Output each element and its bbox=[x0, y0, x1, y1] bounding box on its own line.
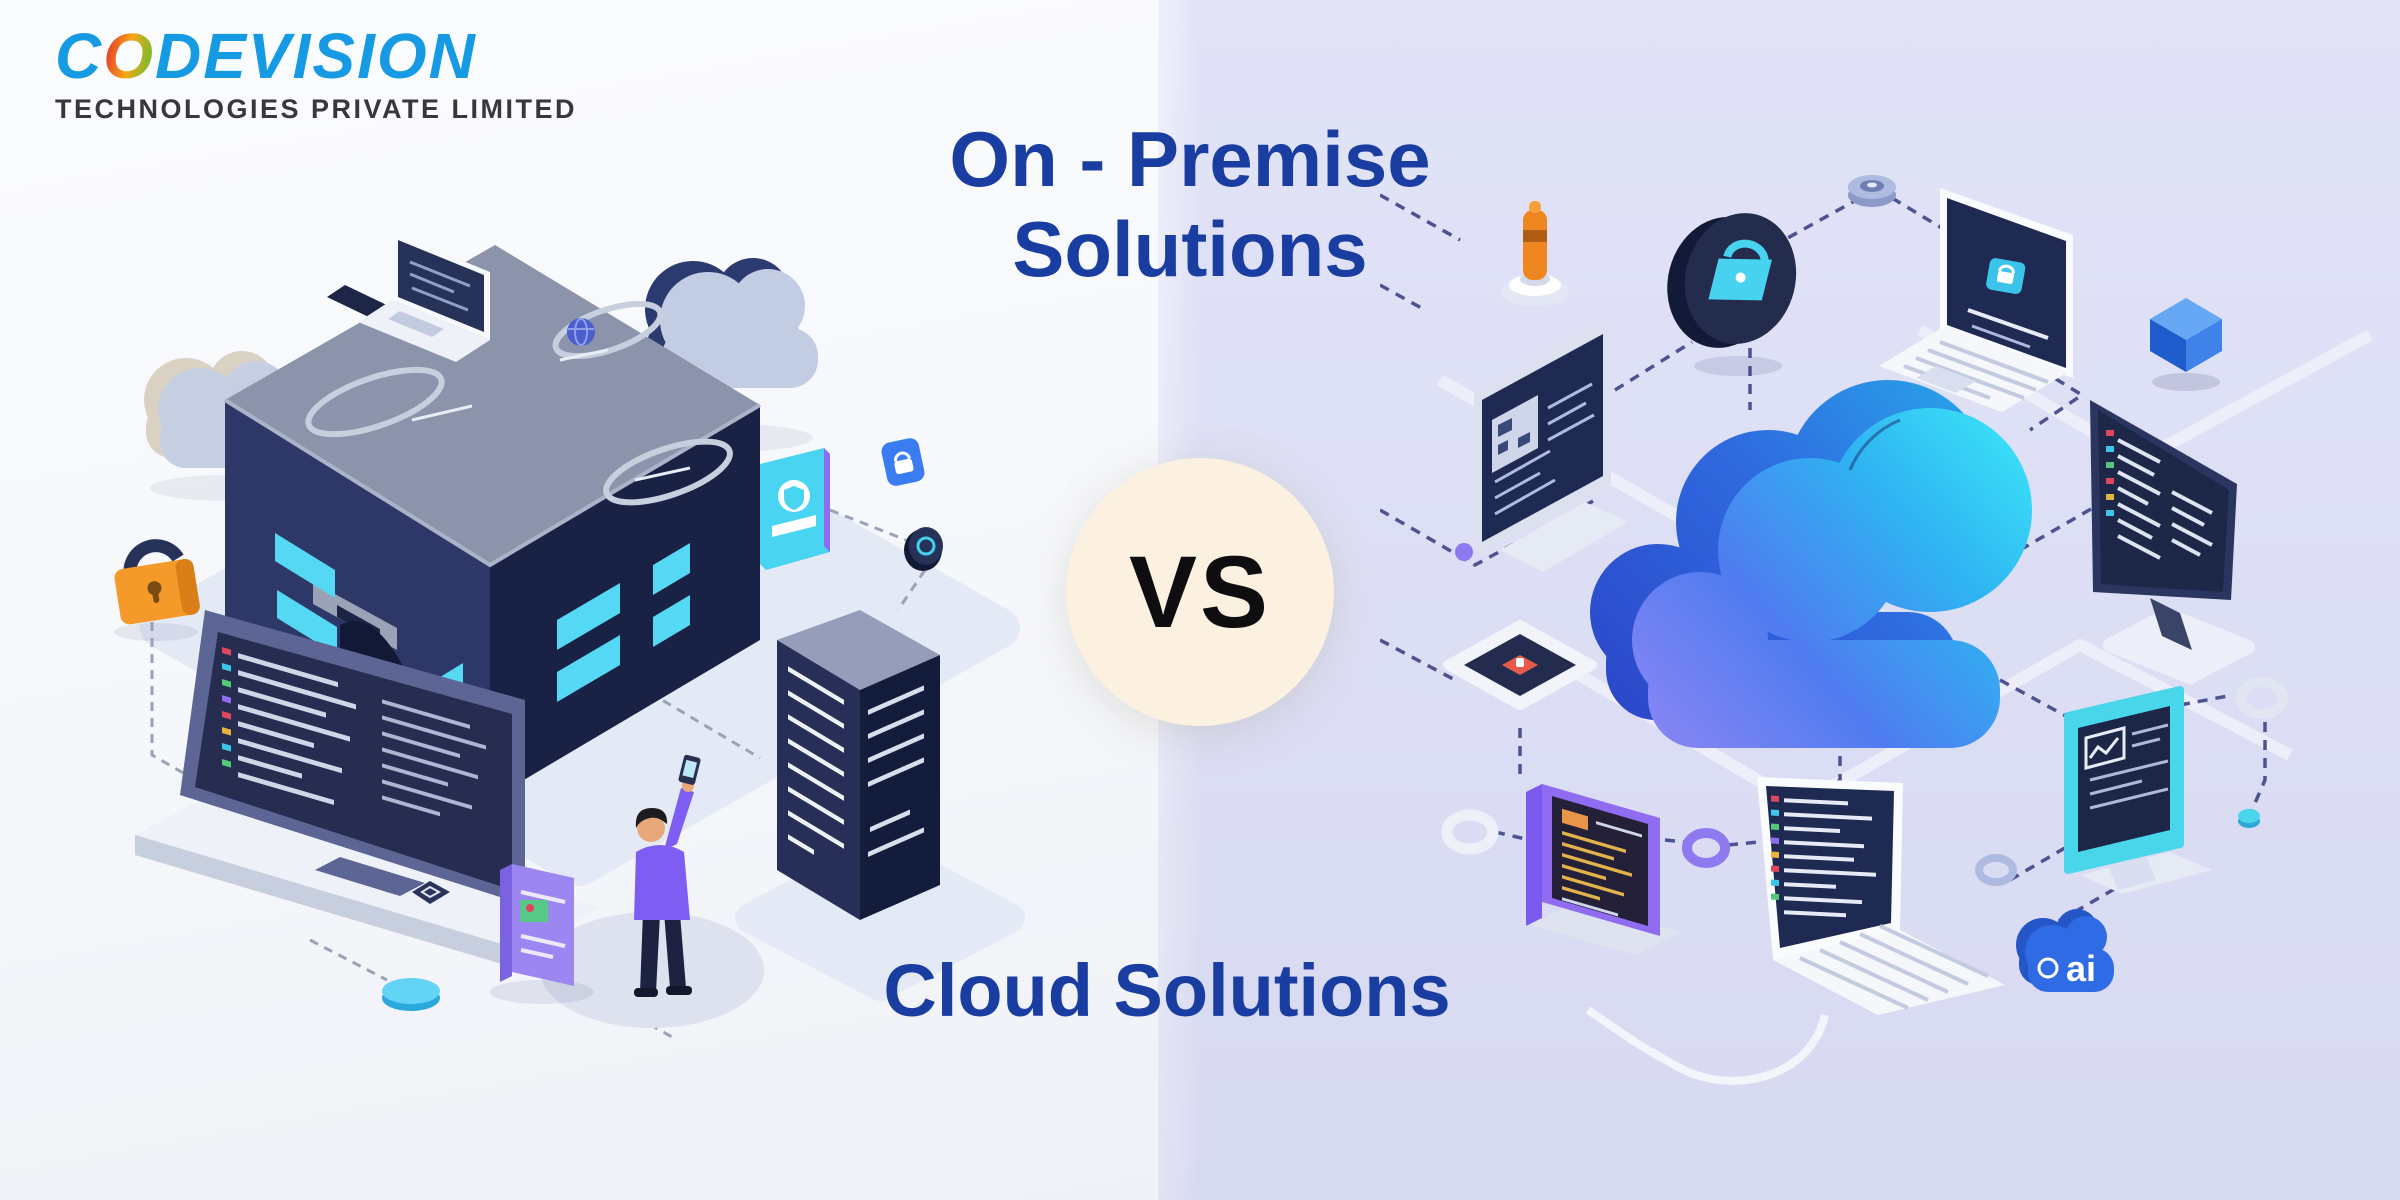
security-coin-icon bbox=[904, 527, 943, 571]
versus-label: VS bbox=[1128, 534, 1272, 649]
cyan-disc-icon bbox=[382, 978, 440, 1011]
cloud-navy-icon bbox=[643, 258, 818, 452]
logo: CODEVISION TECHNOLOGIES PRIVATE LIMITED bbox=[55, 24, 577, 125]
versus-badge: VS bbox=[1066, 458, 1334, 726]
signal-beacon-icon bbox=[1501, 201, 1569, 306]
purple-blob-icon bbox=[1455, 543, 1473, 561]
rings-and-tokens bbox=[1441, 543, 2288, 886]
cloud-title: Cloud Solutions bbox=[883, 949, 1451, 1032]
chart-monitor bbox=[2064, 686, 2212, 894]
security-lock-coin-icon bbox=[1667, 213, 1797, 376]
code-laptop bbox=[135, 610, 600, 970]
logo-tagline: TECHNOLOGIES PRIVATE LIMITED bbox=[55, 94, 578, 124]
globe-icon bbox=[567, 318, 595, 346]
on-premise-title-line1: On - Premise bbox=[949, 115, 1431, 203]
purple-code-monitor bbox=[1526, 784, 1682, 955]
ai-cloud-badge: ai bbox=[2016, 909, 2114, 992]
logo-brand-prefix: C bbox=[55, 20, 104, 92]
laptop-icon bbox=[358, 232, 490, 362]
logo-brand-accent-letter: O bbox=[103, 20, 155, 92]
kiosk-banner bbox=[490, 864, 594, 1004]
qr-monitor bbox=[1474, 322, 1628, 572]
shield-badge-card-icon bbox=[760, 448, 830, 570]
ai-badge-text: ai bbox=[2066, 948, 2096, 989]
server-rack bbox=[735, 610, 1025, 1001]
cloud-illustration: ai bbox=[1380, 175, 2373, 1085]
lock-app-tile-icon bbox=[881, 438, 925, 486]
code-laptop bbox=[1585, 777, 2005, 1085]
person-with-phone bbox=[540, 754, 764, 1028]
on-premise-illustration bbox=[114, 232, 1025, 1039]
laptop-secure bbox=[1879, 188, 2073, 412]
cube-icon bbox=[2150, 298, 2222, 391]
on-premise-title: On - Premise Solutions bbox=[890, 114, 1490, 295]
on-premise-title-line2: Solutions bbox=[1012, 205, 1368, 294]
code-monitor bbox=[2090, 400, 2255, 684]
purple-donut-icon bbox=[1682, 828, 1730, 868]
logo-brand-suffix: DEVISION bbox=[155, 20, 477, 92]
gear-token-icon bbox=[1848, 175, 1896, 207]
chip-icon bbox=[405, 880, 458, 911]
cloud-icon bbox=[1590, 380, 2032, 748]
tablet-lock-icon bbox=[1443, 620, 1597, 710]
padlock-icon bbox=[114, 539, 200, 641]
logo-brand: CODEVISION bbox=[55, 24, 577, 88]
